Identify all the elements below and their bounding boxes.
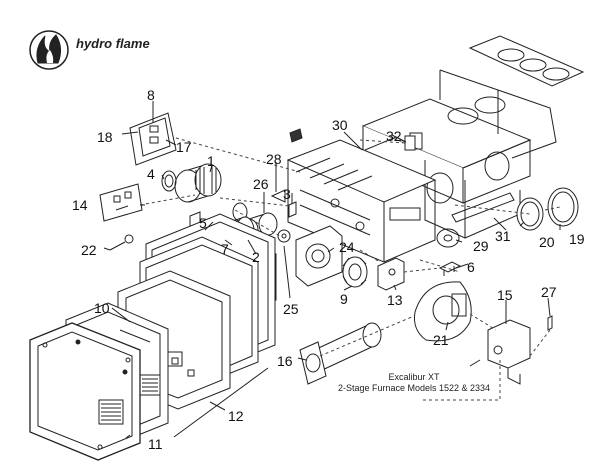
callout-29: 29	[473, 238, 489, 254]
combustion-chamber	[286, 139, 437, 263]
bracket-13	[377, 257, 405, 291]
washer	[277, 229, 291, 243]
gas-valve	[469, 319, 531, 385]
gasket-ring	[161, 170, 177, 192]
assembly-lines	[139, 137, 561, 401]
outer-access-door	[29, 322, 161, 461]
clip-32	[404, 135, 416, 151]
gasket-29	[436, 228, 460, 248]
callout-16: 16	[277, 353, 293, 369]
furnace-cabinet	[361, 69, 557, 239]
callout-31: 31	[495, 228, 511, 244]
callout-20: 20	[539, 234, 555, 250]
diagram-caption: Excalibur XT 2-Stage Furnace Models 1522…	[324, 372, 504, 394]
sensor-22	[109, 234, 134, 251]
callout-10: 10	[94, 300, 110, 316]
callout-1: 1	[207, 153, 215, 169]
caption-subtitle: 2-Stage Furnace Models 1522 & 2334	[337, 383, 491, 393]
brand-name: hydro flame	[76, 36, 150, 51]
callout-14: 14	[72, 197, 88, 213]
callout-9: 9	[340, 291, 348, 307]
control-board	[129, 112, 177, 166]
vent-flange	[414, 281, 472, 342]
callout-2: 2	[252, 249, 260, 265]
callout-21: 21	[433, 332, 449, 348]
callout-4: 4	[147, 166, 155, 182]
exhaust-tube	[299, 322, 382, 385]
blower-wheel	[342, 256, 368, 288]
callout-26: 26	[253, 176, 269, 192]
duct-ring-19	[547, 187, 579, 227]
callout-17: 17	[176, 139, 192, 155]
callout-7: 7	[221, 241, 229, 257]
callout-24: 24	[339, 239, 355, 255]
door-vent-grille-upper	[139, 374, 161, 396]
callout-3: 3	[283, 186, 291, 202]
callout-30: 30	[332, 117, 348, 133]
callout-18: 18	[97, 129, 113, 145]
callout-6: 6	[467, 259, 475, 275]
callout-25: 25	[283, 301, 299, 317]
callout-5: 5	[199, 215, 207, 231]
clip-6	[438, 261, 462, 276]
callout-28: 28	[266, 151, 282, 167]
callout-12: 12	[228, 408, 244, 424]
leader-lines	[103, 101, 561, 439]
top-tab	[289, 128, 303, 143]
top-vent-plate	[468, 35, 585, 87]
callout-8: 8	[147, 87, 155, 103]
combustion-blower	[174, 163, 222, 203]
bracket-3	[288, 201, 297, 218]
bracket-28	[270, 189, 286, 203]
hardware-bits	[75, 339, 195, 377]
hydro-flame-logo-icon	[29, 30, 69, 70]
callout-13: 13	[387, 292, 403, 308]
screw-27	[547, 315, 553, 331]
callout-15: 15	[497, 287, 513, 303]
callout-27: 27	[541, 284, 557, 300]
callout-labels: 8 18 17 1 4 28 26 3 14 5 7 2 22 24 25 9 …	[72, 87, 585, 452]
switch-plate	[99, 183, 143, 222]
callout-19: 19	[569, 231, 585, 247]
caption-title: Excalibur XT	[388, 372, 440, 382]
callout-32: 32	[386, 128, 402, 144]
callout-11: 11	[148, 436, 163, 452]
blower-housing	[295, 225, 343, 287]
door-vent-grille	[98, 399, 124, 425]
callout-22: 22	[81, 242, 97, 258]
